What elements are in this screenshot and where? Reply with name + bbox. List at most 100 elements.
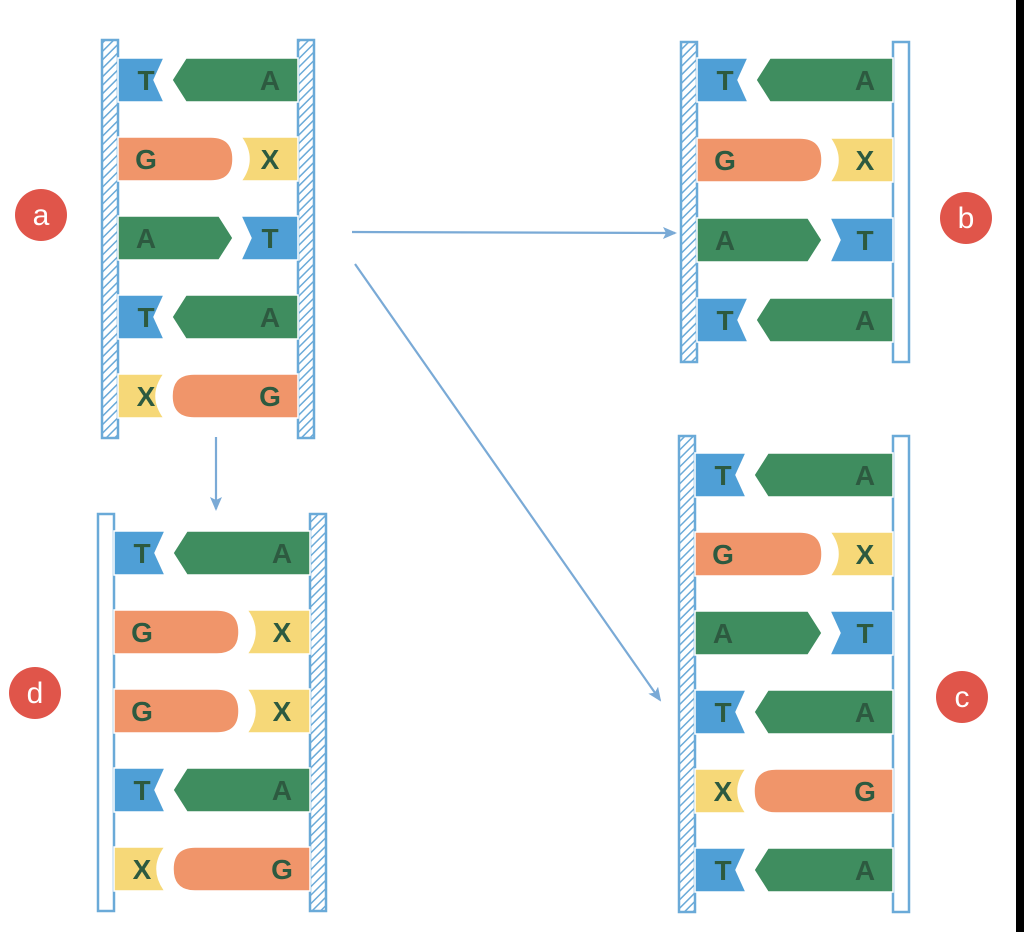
base-a-left [117,215,234,261]
base-g-left [113,688,240,734]
panel-label: b [958,202,975,235]
base-a-right [753,847,894,893]
panel-label-circle [936,671,988,723]
base-t-right [828,217,894,263]
base-letter: A [855,65,875,96]
arrow-a-to-c [354,263,662,702]
base-g-left [694,531,823,577]
base-g-left [117,136,234,182]
base-letter: A [713,618,733,649]
base-letter: A [136,223,156,254]
base-t-left [117,294,166,340]
base-letter: T [714,697,731,728]
base-letter: T [133,538,150,569]
base-a-right [753,452,894,498]
base-g-left [696,137,823,183]
base-x-right [828,137,894,183]
base-letter: G [854,776,876,807]
base-t-left [113,530,167,576]
strand-left-new [96,512,116,913]
base-t-left [113,767,167,813]
strand-right-original [308,512,328,913]
base-letter: T [856,225,873,256]
base-letter: X [273,696,292,727]
base-letter: T [137,302,154,333]
base-letter: A [855,855,875,886]
base-letter: X [856,539,875,570]
base-x-right [828,531,894,577]
base-t-left [117,57,166,103]
panel-label: d [27,677,44,710]
base-letter: T [714,855,731,886]
base-letter: X [714,776,733,807]
base-letter: G [259,381,281,412]
base-a-right [753,689,894,735]
base-letter: G [712,539,734,570]
base-letter: T [716,305,733,336]
panel-label-circle [15,189,67,241]
base-x-right [245,688,311,734]
right-border [1016,0,1024,932]
base-a-right [172,530,311,576]
base-t-left [694,847,748,893]
base-letter: X [137,381,156,412]
base-letter: X [856,145,875,176]
base-letter: G [131,696,153,727]
base-letter: G [131,617,153,648]
base-letter: G [271,854,293,885]
base-letter: A [715,225,735,256]
base-letter: G [135,144,157,175]
base-letter: A [855,460,875,491]
panel-label-circle [940,192,992,244]
base-t-left [696,57,750,103]
base-letter: X [133,854,152,885]
base-t-right [828,610,894,656]
base-letter: X [273,617,292,648]
strand-left-original [677,434,697,914]
base-letter: T [714,460,731,491]
base-a-right [755,297,894,343]
base-g-left [113,609,240,655]
strand-left-original [100,38,120,440]
base-letter: T [137,65,154,96]
base-letter: A [260,65,280,96]
base-a-right [171,57,299,103]
strand-right-new [891,434,911,914]
base-g-right [753,768,894,814]
base-letter: A [272,538,292,569]
base-letter: A [260,302,280,333]
base-t-left [696,297,750,343]
base-letter: A [855,305,875,336]
base-t-left [694,452,748,498]
base-a-right [171,294,299,340]
panel-label-circle [9,667,61,719]
base-x-right [239,136,299,182]
base-x-left [694,768,748,814]
strand-left-original [679,40,699,364]
base-a-right [755,57,894,103]
base-letter: X [261,144,280,175]
base-letter: A [272,775,292,806]
